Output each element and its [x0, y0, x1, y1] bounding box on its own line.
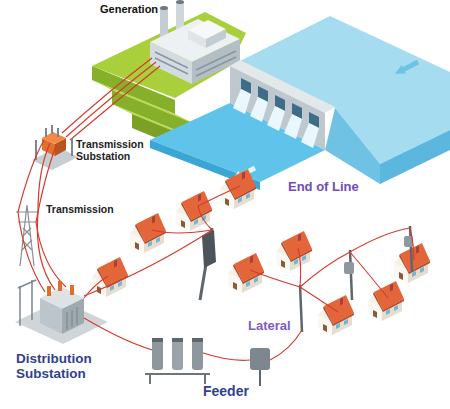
transmission-line	[37, 143, 55, 290]
distribution-line	[410, 228, 414, 260]
spillway	[233, 78, 319, 148]
transmission-line	[36, 146, 66, 287]
feeder-recloser	[192, 340, 203, 370]
transmission-tower	[22, 228, 32, 250]
feeder-recloser	[152, 340, 163, 370]
feeder-recloser	[172, 340, 183, 370]
spillway	[233, 89, 251, 114]
distribution-substation	[62, 298, 84, 334]
reservoir	[325, 108, 380, 184]
distribution-line	[298, 248, 301, 287]
house-icon	[318, 295, 354, 335]
house-icon	[368, 281, 404, 321]
feeder-recloser	[152, 338, 163, 342]
area-label: Distribution Substation	[16, 351, 116, 381]
flow-arrow	[393, 58, 421, 78]
distribution-line	[84, 318, 160, 352]
power-plant	[150, 42, 192, 84]
spillway	[301, 123, 319, 148]
utility-pole	[202, 230, 216, 268]
distribution-line	[84, 276, 108, 298]
feeder-recloser	[145, 374, 210, 384]
power-plant	[206, 29, 226, 48]
spillway	[284, 114, 302, 139]
area-label: Lateral	[248, 319, 318, 334]
area-label: Transmission	[46, 204, 136, 216]
transmission-line	[18, 140, 66, 292]
transmission-line	[62, 58, 160, 140]
distribution-line	[300, 287, 338, 312]
house-icon	[92, 169, 430, 335]
feeder-recloser	[259, 370, 261, 386]
spillway	[250, 97, 268, 122]
feeder-recloser	[192, 338, 203, 342]
power-plant	[188, 30, 206, 48]
distribution-line	[198, 186, 240, 206]
transmission-substation	[36, 125, 72, 160]
distribution-substation	[58, 281, 62, 291]
distribution-line	[300, 252, 350, 287]
utility-pole	[200, 226, 413, 332]
power-plant	[160, 6, 168, 10]
area-label: Generation	[100, 3, 190, 15]
feeder-recloser	[250, 348, 270, 370]
transmission-line	[18, 140, 45, 292]
power-plant	[150, 0, 240, 84]
distribution-line	[350, 252, 388, 298]
power-plant	[176, 0, 184, 4]
distribution-substation	[18, 280, 36, 326]
lower-river	[150, 103, 325, 182]
distribution-line	[84, 186, 414, 360]
utility-pole	[300, 285, 302, 332]
reservoir	[380, 130, 450, 184]
area-label: End of Line	[288, 180, 398, 195]
power-plant	[155, 51, 236, 76]
feeder-recloser	[172, 338, 183, 342]
dam	[230, 60, 335, 113]
transmission-line	[66, 62, 156, 137]
distribution-line	[198, 206, 212, 230]
transmission-line	[70, 66, 160, 140]
distribution-line	[84, 230, 212, 296]
house-icon	[220, 169, 256, 209]
area-label: Feeder	[203, 384, 283, 400]
utility-pole	[344, 262, 354, 274]
flow-arrow	[230, 58, 421, 184]
utility-pole	[350, 250, 352, 300]
distribution-line	[250, 270, 300, 287]
transmission-tower	[16, 205, 38, 266]
distribution-substation	[70, 285, 74, 295]
spillway	[267, 106, 285, 131]
area-label: Transmission Substation	[76, 139, 152, 163]
distribution-substation	[40, 298, 62, 334]
distribution-line	[350, 228, 410, 252]
distribution-line	[200, 352, 250, 360]
transmission-line	[62, 58, 152, 133]
house-icon	[276, 231, 312, 271]
distribution-substation	[67, 307, 77, 330]
distribution-substation	[47, 286, 51, 296]
distribution-line	[270, 330, 302, 360]
house-icon	[130, 213, 166, 253]
house-icon	[176, 191, 212, 231]
distribution-line	[152, 230, 212, 233]
feeder-recloser	[145, 338, 270, 386]
